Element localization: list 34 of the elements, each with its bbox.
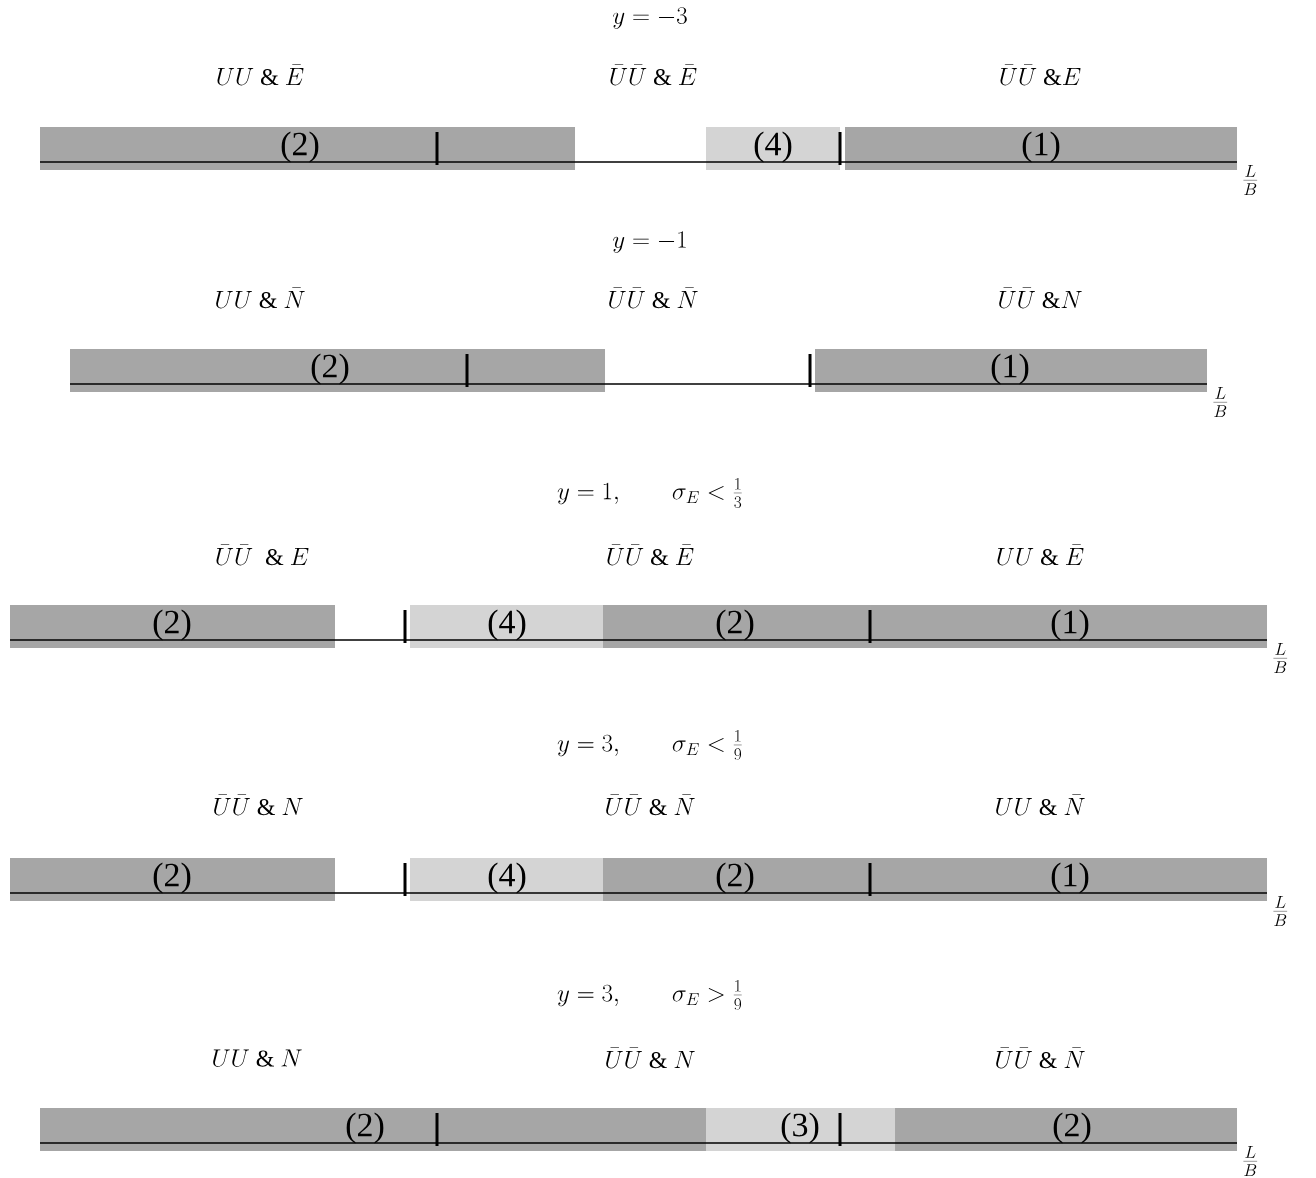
- shaded-band: (2): [602, 858, 871, 901]
- region-label: $\bar{U}\bar{U}\ \&E$: [1000, 64, 1081, 86]
- region-label: $UU\ \&\ \bar{N}$: [996, 794, 1085, 816]
- region-label: $\bar{U}\bar{U}\ \&\ N$: [606, 1047, 695, 1069]
- shaded-band: (1): [814, 349, 1208, 392]
- region-label: $\bar{U}\bar{U}\ \&\ \bar{N}$: [609, 287, 698, 309]
- axis-label: $\frac{L}{B}$: [1273, 642, 1288, 674]
- shaded-band: (4): [409, 605, 604, 648]
- panel-title: $y=3,\qquad \sigma_E<\frac{1}{9}$: [557, 729, 742, 761]
- shaded-band: (1): [869, 605, 1268, 648]
- region-label: $UU\ \&\ N$: [213, 1049, 302, 1067]
- panel-title: $y=3,\qquad \sigma_E>\frac{1}{9}$: [557, 980, 742, 1011]
- axis-label: $\frac{L}{B}$: [1243, 1145, 1258, 1177]
- region-label: $UU\ \&\ \bar{E}$: [217, 64, 304, 86]
- shaded-band: (2): [894, 1108, 1238, 1151]
- shaded-band: (2): [69, 349, 606, 392]
- shaded-band: (3): [705, 1108, 896, 1151]
- region-label: $\bar{U}\bar{U}\ \&\ \bar{E}$: [607, 544, 694, 566]
- region-label: $\bar{U}\bar{U}\ \&\ \bar{E}$: [610, 64, 697, 86]
- shaded-band: (1): [869, 858, 1268, 901]
- shaded-band: (4): [705, 127, 841, 170]
- shaded-band: (1): [844, 127, 1238, 170]
- shaded-band: (2): [9, 605, 336, 648]
- shaded-band: (4): [409, 858, 604, 901]
- panel-title: $y=-3$: [613, 7, 687, 29]
- shaded-band: (2): [602, 605, 871, 648]
- panel-title: $y=1,\qquad \sigma_E<\frac{1}{3}$: [557, 477, 742, 509]
- shaded-band: (2): [39, 1108, 707, 1151]
- region-label: $\bar{U}\bar{U}\ \&\ N$: [214, 794, 303, 816]
- region-label: $\bar{U}\bar{U}\ \&\ \bar{N}$: [606, 794, 695, 816]
- axis-label: $\frac{L}{B}$: [1213, 386, 1228, 418]
- panel-title: $y=-1$: [613, 231, 686, 253]
- shaded-band: (2): [39, 127, 576, 170]
- shaded-band: (2): [9, 858, 336, 901]
